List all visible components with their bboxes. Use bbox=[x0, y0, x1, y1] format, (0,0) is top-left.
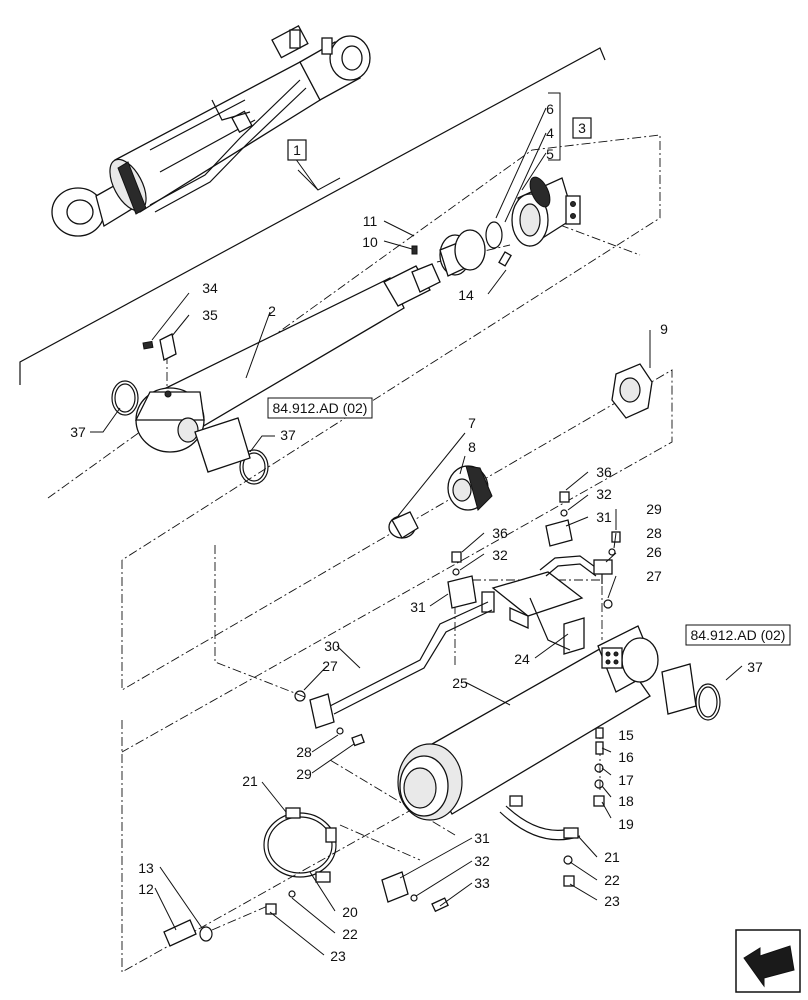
callout-4: 4 bbox=[546, 125, 554, 141]
callout-7: 7 bbox=[468, 415, 476, 431]
callout-31-middle: 31 bbox=[410, 599, 426, 615]
callout-18: 18 bbox=[618, 793, 634, 809]
callout-1: 1 bbox=[293, 142, 301, 158]
reference-text-lower: 84.912.AD (02) bbox=[691, 627, 786, 643]
callout-9: 9 bbox=[660, 321, 668, 337]
callout-32-lower: 32 bbox=[474, 853, 490, 869]
callout-36-left: 36 bbox=[492, 525, 508, 541]
callout-19: 19 bbox=[618, 816, 634, 832]
leader-lines bbox=[90, 92, 743, 956]
callout-22-left: 22 bbox=[342, 926, 358, 942]
callout-20: 20 bbox=[342, 904, 358, 920]
callout-10: 10 bbox=[362, 234, 378, 250]
callout-26: 26 bbox=[646, 544, 662, 560]
callout-24: 24 bbox=[514, 651, 530, 667]
callout-31-lower: 31 bbox=[474, 830, 490, 846]
callout-34: 34 bbox=[202, 280, 218, 296]
cylinder-barrel bbox=[397, 625, 721, 821]
assembly-frame bbox=[19, 47, 606, 385]
callout-28-left: 28 bbox=[296, 744, 312, 760]
callout-29-left: 29 bbox=[296, 766, 312, 782]
callout-16: 16 bbox=[618, 749, 634, 765]
callout-6: 6 bbox=[546, 101, 554, 117]
next-page-arrow-icon[interactable] bbox=[735, 929, 801, 993]
assembly-lines bbox=[47, 134, 673, 973]
callout-14: 14 bbox=[458, 287, 474, 303]
callout-13: 13 bbox=[138, 860, 154, 876]
callout-5: 5 bbox=[546, 146, 554, 162]
callout-25: 25 bbox=[452, 675, 468, 691]
assembly-tag-3: 3 bbox=[572, 117, 592, 139]
callout-27-right: 27 bbox=[646, 568, 662, 584]
seal-kit bbox=[439, 176, 581, 277]
callout-31-upper: 31 bbox=[596, 509, 612, 525]
callout-21-left: 21 bbox=[242, 773, 258, 789]
callout-30: 30 bbox=[324, 638, 340, 654]
callout-23-right: 23 bbox=[604, 893, 620, 909]
cylinder-assembly bbox=[51, 25, 371, 237]
clamps-and-plugs bbox=[163, 795, 581, 947]
callout-11: 11 bbox=[363, 213, 378, 229]
reference-link-upper[interactable]: 84.912.AD (02) bbox=[267, 397, 373, 419]
callout-37-right: 37 bbox=[747, 659, 763, 675]
callout-3: 3 bbox=[578, 120, 586, 136]
callout-35: 35 bbox=[202, 307, 218, 323]
callout-2: 2 bbox=[268, 303, 276, 319]
callout-17: 17 bbox=[618, 772, 634, 788]
callout-37-left: 37 bbox=[70, 424, 86, 440]
reference-text-upper: 84.912.AD (02) bbox=[273, 400, 368, 416]
callout-15: 15 bbox=[618, 727, 634, 743]
callout-29-right: 29 bbox=[646, 501, 662, 517]
assembly-tag-1: 1 bbox=[287, 139, 307, 161]
callout-33: 33 bbox=[474, 875, 490, 891]
callout-21-right: 21 bbox=[604, 849, 620, 865]
callout-22-right: 22 bbox=[604, 872, 620, 888]
callout-8: 8 bbox=[468, 439, 476, 455]
reference-link-lower[interactable]: 84.912.AD (02) bbox=[685, 624, 791, 646]
callout-12: 12 bbox=[138, 881, 154, 897]
callout-32-middle: 32 bbox=[492, 547, 508, 563]
piston-parts bbox=[388, 363, 653, 539]
tube-bracket-group bbox=[294, 519, 613, 729]
callout-28-right: 28 bbox=[646, 525, 662, 541]
callout-23-left: 23 bbox=[330, 948, 346, 964]
piston-rod bbox=[111, 245, 441, 485]
callout-36-right: 36 bbox=[596, 464, 612, 480]
callout-32-upper: 32 bbox=[596, 486, 612, 502]
callout-labels: 6 4 5 11 10 14 34 35 2 37 37 9 7 8 36 32… bbox=[70, 101, 763, 964]
callout-27-left: 27 bbox=[322, 658, 338, 674]
callout-37-middle: 37 bbox=[280, 427, 296, 443]
